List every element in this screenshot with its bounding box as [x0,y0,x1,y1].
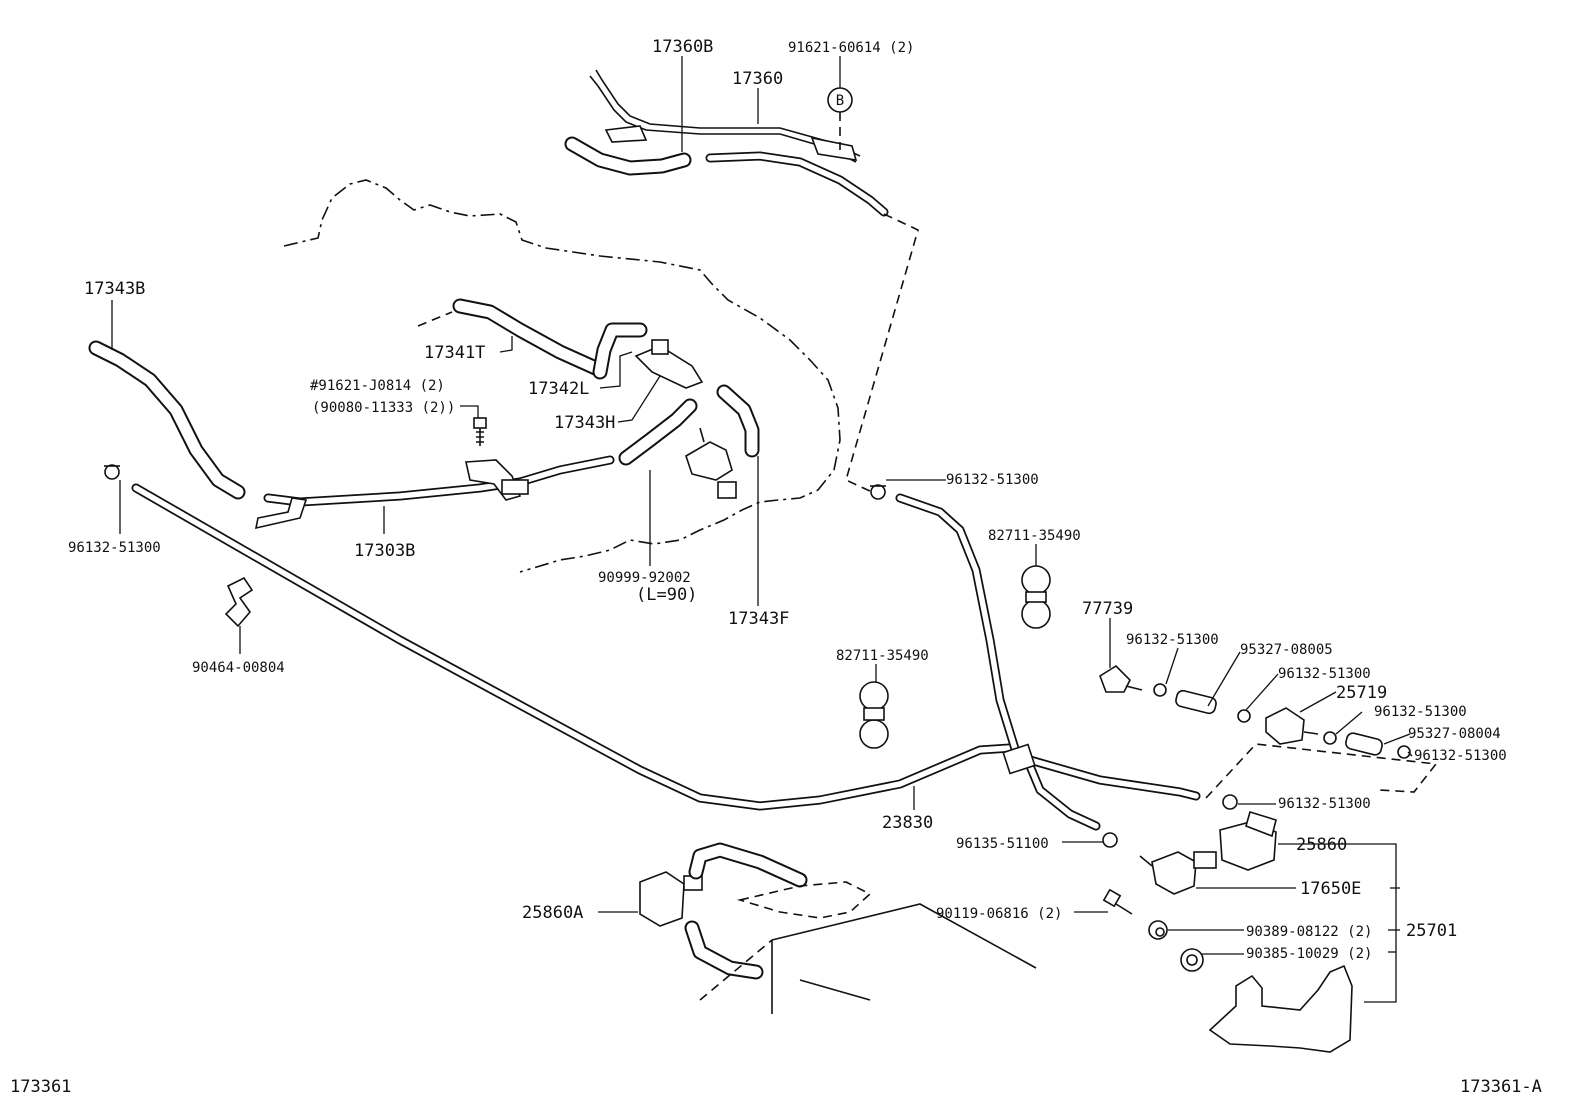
label-17360: 17360 [732,69,783,89]
hose-17341T [417,298,608,378]
clip-96132-51300-top [870,484,886,500]
label-82711-35490-b: 82711-35490 [836,648,929,664]
label-96132-51300-b: 96132-51300 [1278,666,1371,682]
label-90119-06816: 90119-06816 (2) [936,906,1062,922]
label-17342L: 17342L [528,379,589,399]
clamp-90464-00804 [224,576,254,628]
label-90464-00804: 90464-00804 [192,660,285,676]
label-17343F: 17343F [728,609,789,629]
leader-lines [111,56,1413,1003]
footer-right-code: 173361-A [1460,1077,1542,1097]
hose-17343F [716,384,760,458]
label-17360B: 17360B [652,37,713,57]
clip-96132-51300-e [1222,794,1238,810]
clip-96135-51100 [1102,832,1118,848]
pipe-17303B [254,455,615,530]
bracket-25701 [1208,964,1353,1053]
label-96135-51100: 96135-51100 [956,836,1049,852]
hose-17343B [88,340,246,500]
label-82711-35490-a: 82711-35490 [988,528,1081,544]
label-77739: 77739 [1082,599,1133,619]
label-25719: 25719 [1336,683,1387,703]
vsv-25860A [639,842,808,980]
label-96132-51300-left: 96132-51300 [68,540,161,556]
bolt-91621-J0814 [473,417,487,446]
label-L90: (L=90) [636,585,697,605]
clip-96132-51300-left [104,464,120,480]
label-96132-51300-top: 96132-51300 [946,472,1039,488]
clamp-82711-35490-a [1021,565,1051,629]
vsv-group [1099,664,1438,799]
hose-23830 [131,483,1201,831]
label-91621-J0814: #91621-J0814 (2) [310,378,445,394]
label-95327-08005: 95327-08005 [1240,642,1333,658]
label-90389-08122: 90389-08122 (2) [1246,924,1372,940]
clamp-82711-35490-b [859,681,889,749]
callout-b-group: B [827,87,853,150]
hose-90999-92002 [618,398,698,466]
label-23830: 23830 [882,813,933,833]
label-90999-92002: 90999-92002 [598,570,691,586]
label-96132-51300-c: 96132-51300 [1374,704,1467,720]
pipe-assembly-17360 [564,69,889,217]
damper-valve [685,427,737,499]
label-90080-11333: (90080-11333 (2)) [312,400,455,416]
label-25860A: 25860A [522,903,583,923]
vsv-25860 [1219,810,1277,871]
grommet-90389-08122 [1148,920,1168,940]
label-96132-51300-e: 96132-51300 [1278,796,1371,812]
label-25701: 25701 [1406,921,1457,941]
label-17650E: 17650E [1300,879,1361,899]
label-17343H: 17343H [554,413,615,433]
bolt-90119-06816 [1102,888,1133,915]
label-95327-08004: 95327-08004 [1408,726,1501,742]
label-17303B: 17303B [354,541,415,561]
label-17341T: 17341T [424,343,485,363]
vsv-17650E [1139,851,1217,895]
cushion-90385-10029 [1180,948,1204,972]
connection-dashed-top [845,213,919,493]
label-91621-60614: 91621-60614 (2) [788,40,914,56]
labels: 17360B 17360 91621-60614 (2) 17343B 1734… [10,37,1542,1097]
label-17343B: 17343B [84,279,145,299]
engine-outline [283,179,841,573]
label-25860: 25860 [1296,835,1347,855]
hose-17342L [592,322,648,380]
label-96132-51300-a: 96132-51300 [1126,632,1219,648]
label-90385-10029: 90385-10029 (2) [1246,946,1372,962]
valve-17343H [634,339,704,389]
callout-b: B [836,93,844,109]
label-96132-51300-d: 96132-51300 [1414,748,1507,764]
footer-left-code: 173361 [10,1077,71,1097]
canister [699,881,1037,1014]
